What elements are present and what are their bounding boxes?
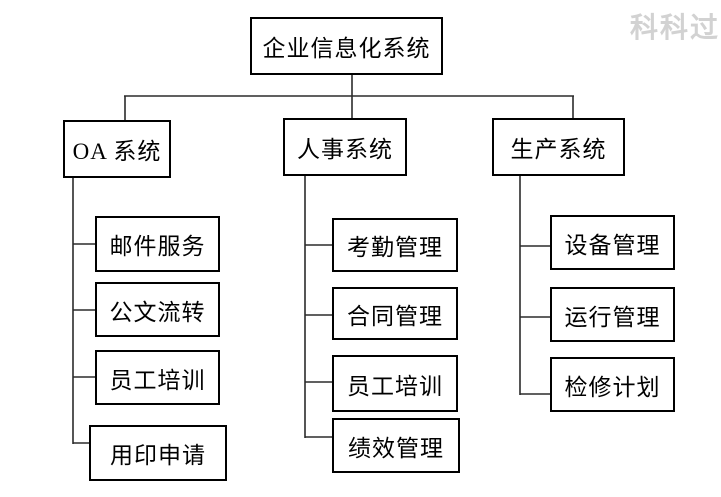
node-contract-management: 合同管理 (332, 287, 458, 340)
connector-root-to-branches (124, 75, 574, 120)
node-mail-service: 邮件服务 (95, 216, 220, 272)
connector-hr-children (304, 176, 332, 438)
node-oa-system: OA 系统 (63, 120, 171, 178)
node-employee-training-hr: 员工培训 (332, 355, 458, 412)
node-attendance-management: 考勤管理 (332, 218, 458, 272)
watermark-text: 科科过 (629, 12, 720, 43)
node-operation-management: 运行管理 (550, 287, 675, 342)
node-employee-training-oa: 员工培训 (95, 350, 220, 405)
node-seal-application: 用印申请 (89, 425, 227, 481)
node-maintenance-plan: 检修计划 (550, 357, 675, 412)
node-production-system: 生产系统 (492, 118, 625, 176)
node-document-flow: 公文流转 (95, 282, 220, 337)
node-root: 企业信息化系统 (250, 17, 443, 75)
node-performance-management: 绩效管理 (332, 418, 460, 473)
connector-production-children (519, 176, 550, 395)
node-equipment-management: 设备管理 (550, 215, 675, 270)
node-hr-system: 人事系统 (283, 118, 407, 176)
connector-oa-children (72, 178, 95, 444)
